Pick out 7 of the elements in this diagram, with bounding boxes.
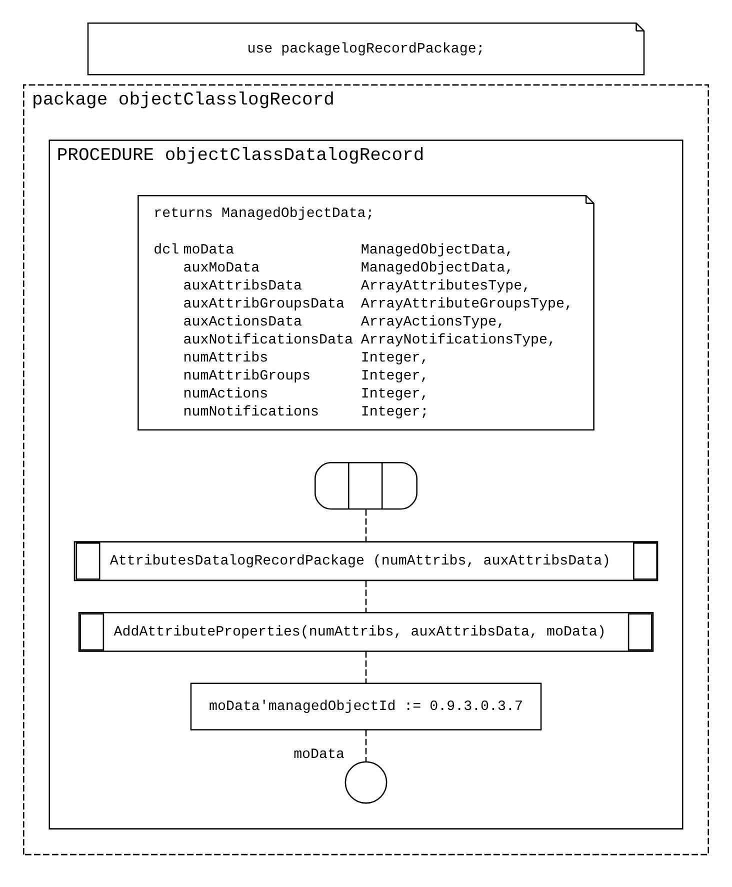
connector (365, 650, 367, 683)
connector (365, 580, 367, 612)
connector (365, 729, 367, 762)
node-box: moData'managedObjectId := 0.9.3.0.3.7 (190, 682, 542, 730)
node-label: moData (294, 746, 344, 762)
node-circle (344, 760, 388, 804)
connector (365, 508, 367, 542)
